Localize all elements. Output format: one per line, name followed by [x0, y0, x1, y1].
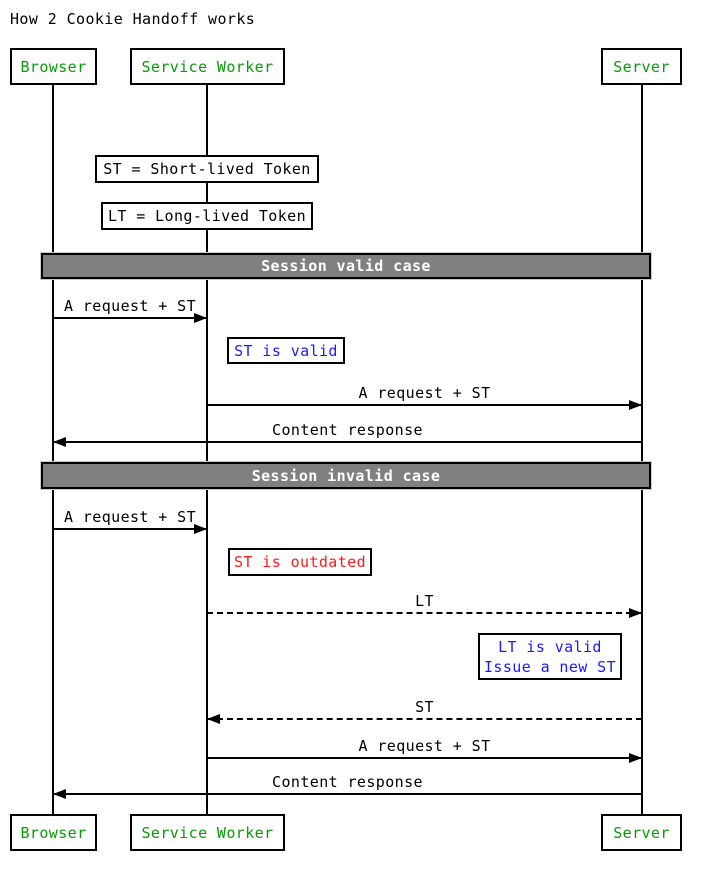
arrowhead-right-icon: [194, 313, 207, 323]
divider-session-valid-label: Session valid case: [261, 257, 431, 275]
divider-session-invalid-label: Session invalid case: [251, 466, 441, 485]
arrowhead-left-icon: [53, 437, 66, 447]
message-label: Content response: [272, 421, 423, 439]
note-lt-is-valid-line2: Issue a new ST: [483, 657, 617, 676]
note-short-lived-token-text: ST = Short-lived Token: [103, 160, 311, 178]
participant-browser-top: Browser: [10, 48, 97, 85]
note-short-lived-token: ST = Short-lived Token: [95, 155, 319, 183]
note-long-lived-token: LT = Long-lived Token: [101, 202, 313, 230]
note-long-lived-token-text: LT = Long-lived Token: [107, 207, 307, 225]
participant-server-label: Server: [613, 823, 670, 842]
message-line: [53, 793, 642, 795]
arrowhead-right-icon: [629, 608, 642, 618]
participant-service-worker-top: Service Worker: [130, 48, 285, 85]
message-request-st-sw-to-server: A request + ST: [207, 384, 642, 410]
arrowhead-right-icon: [629, 753, 642, 763]
lifeline-browser: [52, 85, 54, 814]
lifeline-server: [641, 85, 643, 814]
note-st-is-valid-text: ST is valid: [234, 341, 338, 360]
participant-browser-bottom: Browser: [10, 814, 97, 851]
divider-session-valid-case: Session valid case: [41, 253, 651, 279]
arrowhead-right-icon: [194, 524, 207, 534]
divider-session-invalid-case: Session invalid case: [41, 462, 651, 489]
participant-browser-label: Browser: [20, 823, 87, 842]
message-label: A request + ST: [63, 508, 197, 526]
note-lt-is-valid: LT is valid Issue a new ST: [478, 633, 622, 680]
message-label: A request + ST: [358, 737, 491, 755]
message-line: [207, 612, 642, 614]
message-request-st-browser-to-sw-2: A request + ST: [53, 508, 207, 534]
diagram-title: How 2 Cookie Handoff works: [10, 10, 256, 28]
participant-service-worker-label: Service Worker: [141, 57, 274, 76]
message-label: LT: [415, 592, 434, 610]
note-st-is-valid: ST is valid: [227, 337, 345, 364]
participant-server-label: Server: [613, 57, 670, 76]
participant-service-worker-bottom: Service Worker: [130, 814, 285, 851]
message-line: [53, 317, 207, 319]
message-line: [207, 404, 642, 406]
note-st-is-outdated: ST is outdated: [228, 548, 372, 576]
arrowhead-left-icon: [53, 789, 66, 799]
message-content-response-server-to-browser: Content response: [53, 421, 642, 447]
arrowhead-right-icon: [629, 400, 642, 410]
message-label: A request + ST: [63, 297, 197, 315]
message-label: Content response: [272, 773, 423, 791]
participant-browser-label: Browser: [20, 57, 87, 76]
lifeline-service-worker: [206, 85, 208, 814]
note-lt-is-valid-line1: LT is valid: [498, 637, 602, 656]
message-lt-sw-to-server: LT: [207, 592, 642, 618]
message-line: [53, 441, 642, 443]
note-st-is-outdated-text: ST is outdated: [233, 553, 367, 571]
message-label: ST: [415, 698, 434, 716]
message-line: [207, 718, 642, 720]
participant-server-top: Server: [601, 48, 682, 85]
message-content-response-server-to-browser-2: Content response: [53, 773, 642, 799]
message-request-st-browser-to-sw: A request + ST: [53, 297, 207, 323]
participant-service-worker-label: Service Worker: [141, 823, 274, 842]
message-line: [207, 757, 642, 759]
message-st-server-to-sw: ST: [207, 698, 642, 724]
arrowhead-left-icon: [207, 714, 220, 724]
message-request-st-sw-to-server-2: A request + ST: [207, 737, 642, 763]
message-line: [53, 528, 207, 530]
message-label: A request + ST: [358, 384, 491, 402]
participant-server-bottom: Server: [601, 814, 682, 851]
